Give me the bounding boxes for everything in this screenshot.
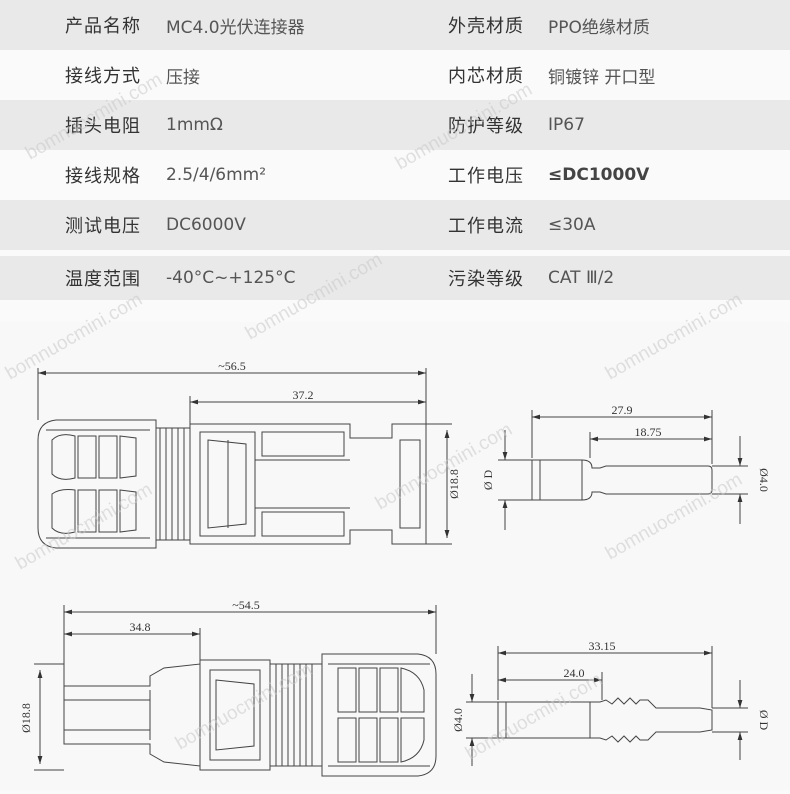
- dim-male-diameter: Ø18.8: [19, 703, 33, 733]
- spec-value: DC6000V: [166, 215, 246, 235]
- spec-label: 污染等级: [448, 269, 524, 290]
- spec-label: 测试电压: [65, 216, 141, 237]
- spec-value: IP67: [548, 115, 585, 135]
- spec-value: 压接: [166, 67, 200, 88]
- spec-label: 工作电压: [448, 166, 524, 187]
- spec-value: PPO绝缘材质: [548, 17, 650, 38]
- dim-female-pin-length: 27.9: [612, 403, 633, 417]
- spec-row: 产品名称 MC4.0光伏连接器 外壳材质 PPO绝缘材质: [0, 0, 790, 50]
- spec-value: CAT Ⅲ/2: [548, 268, 615, 288]
- spec-row: 插头电阻 1mmΩ 防护等级 IP67: [0, 100, 790, 150]
- male-connector: [63, 653, 437, 777]
- female-connector: [37, 419, 427, 549]
- spec-label: 内芯材质: [448, 66, 524, 87]
- spec-value: ≤DC1000V: [548, 165, 650, 185]
- spec-label: 插头电阻: [65, 116, 141, 137]
- dim-female-total: ~56.5: [218, 359, 246, 373]
- spec-value: 1mmΩ: [166, 115, 223, 135]
- spec-label: 外壳材质: [448, 16, 524, 37]
- spec-label: 防护等级: [448, 116, 524, 137]
- spec-label: 接线方式: [65, 66, 141, 87]
- dim-female-pin-tip: 18.75: [635, 425, 662, 439]
- dim-male-pin-length: 33.15: [589, 639, 616, 653]
- spec-label: 温度范围: [65, 269, 141, 290]
- dim-female-pin-diameter: Ø4.0: [757, 468, 771, 492]
- female-pin: [531, 459, 713, 501]
- dim-female-pin-d: Ø D: [481, 470, 495, 491]
- technical-drawing: ~56.5 37.2 Ø18.8 27.9 18.75 Ø D Ø4.0 ~54…: [0, 322, 790, 790]
- dim-male-total: ~54.5: [232, 598, 260, 612]
- spec-value: -40°C~+125°C: [166, 268, 296, 288]
- spec-label: 产品名称: [65, 16, 141, 37]
- spec-label: 工作电流: [448, 216, 524, 237]
- dim-male-front: 34.8: [130, 620, 151, 634]
- drawing-svg: ~56.5 37.2 Ø18.8 27.9 18.75 Ø D Ø4.0 ~54…: [19, 359, 771, 777]
- dim-female-diameter: Ø18.8: [447, 469, 461, 499]
- dim-male-pin-diameter: Ø4.0: [451, 708, 465, 732]
- spec-row: 接线规格 2.5/4/6mm² 工作电压 ≤DC1000V: [0, 150, 790, 200]
- spec-value: 铜镀锌 开口型: [548, 67, 656, 88]
- spec-row: 接线方式 压接 内芯材质 铜镀锌 开口型: [0, 50, 790, 100]
- spec-row: 温度范围 -40°C~+125°C 污染等级 CAT Ⅲ/2: [0, 250, 790, 300]
- spec-value: MC4.0光伏连接器: [166, 17, 305, 38]
- spec-table: 产品名称 MC4.0光伏连接器 外壳材质 PPO绝缘材质 接线方式 压接 内芯材…: [0, 0, 790, 300]
- spec-label: 接线规格: [65, 166, 141, 187]
- dim-female-body: 37.2: [293, 388, 314, 402]
- dim-male-pin-d: Ø D: [757, 710, 771, 731]
- spec-row: 测试电压 DC6000V 工作电流 ≤30A: [0, 200, 790, 250]
- spec-value: ≤30A: [548, 215, 596, 235]
- dim-male-pin-body: 24.0: [564, 666, 585, 680]
- male-pin: [497, 697, 713, 743]
- spec-value: 2.5/4/6mm²: [166, 165, 267, 185]
